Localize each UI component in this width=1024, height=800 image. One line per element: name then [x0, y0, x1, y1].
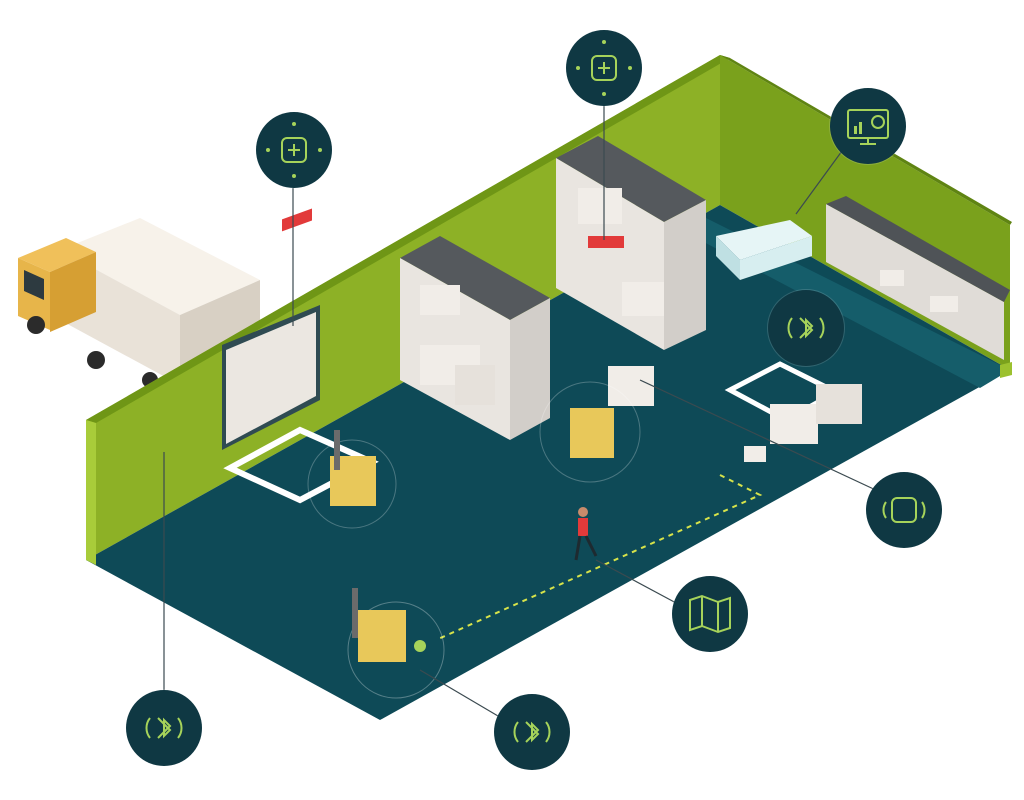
rfid-tag-icon — [266, 122, 322, 178]
callout-bluetooth-door — [126, 690, 202, 766]
callout-bluetooth-beacon-wall — [768, 290, 844, 366]
map-icon — [689, 594, 731, 634]
shelving-back — [556, 136, 706, 350]
callout-bluetooth-forklift — [494, 694, 570, 770]
pallets — [608, 366, 862, 462]
analytics-monitor-icon — [847, 109, 889, 145]
forklift-dock — [307, 430, 397, 529]
forklift-center — [539, 381, 641, 483]
rfid-tag-icon — [576, 40, 632, 96]
shelving-left — [400, 236, 550, 440]
rfid-tag-icon — [882, 497, 926, 523]
dock-door — [222, 208, 379, 504]
callout-rfid-tag-pallet — [866, 472, 942, 548]
callout-rfid-reader-dock — [256, 112, 332, 188]
bluetooth-beacon-icon — [513, 721, 551, 743]
callout-indoor-map — [672, 576, 748, 652]
office-area — [716, 196, 1010, 360]
callout-rfid-reader-shelf — [566, 30, 642, 106]
forklift-front — [347, 588, 445, 699]
worker — [574, 507, 598, 561]
bluetooth-beacon-icon — [145, 717, 183, 739]
bluetooth-beacon-icon — [787, 317, 825, 339]
callout-dashboard-monitor — [830, 88, 906, 164]
